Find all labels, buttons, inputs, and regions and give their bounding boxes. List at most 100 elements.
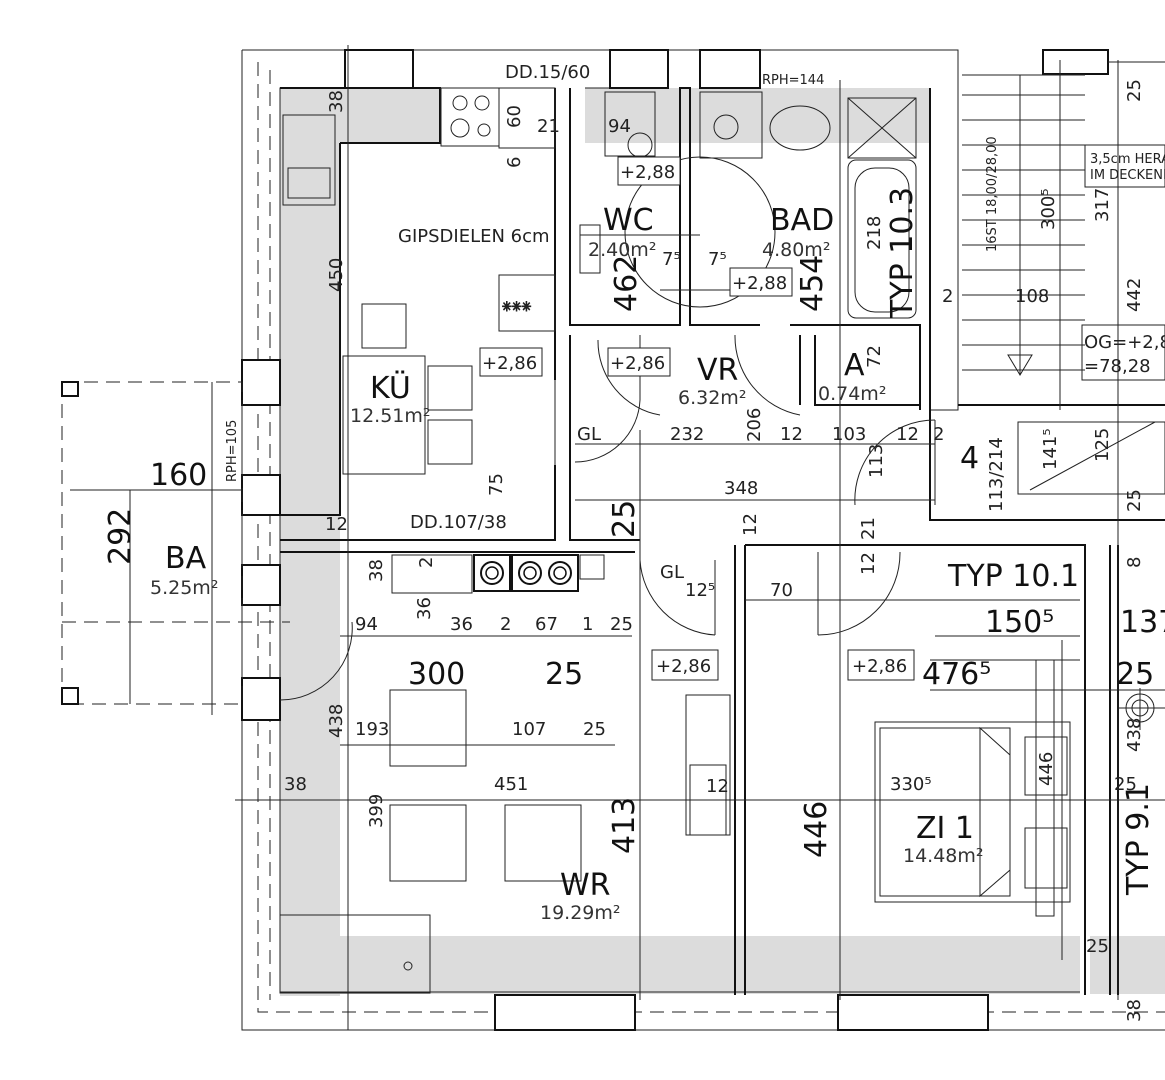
dim-38a: 38: [326, 90, 347, 113]
dim-413: 413: [607, 797, 642, 854]
dim-12f: 12: [706, 776, 729, 797]
dim-38c: 38: [284, 774, 307, 795]
dim-25i: 25: [1086, 936, 1109, 957]
dim-60: 60: [504, 105, 525, 128]
dim-1375: 137⁵: [1120, 605, 1165, 640]
dim-2b: 2: [933, 424, 944, 445]
room-label-vr: VR: [697, 353, 738, 388]
dim-12b: 12: [896, 424, 919, 445]
room-label-zi1: ZI 1: [916, 811, 974, 846]
dim-6: 6: [504, 157, 525, 168]
dim-67: 67: [535, 614, 558, 635]
interior-walls: [280, 87, 1165, 995]
dim-75b: 7⁵: [708, 249, 727, 270]
dim-232: 232: [670, 424, 704, 445]
dim-103: 103: [832, 424, 866, 445]
dim-446a: 446: [1036, 752, 1057, 786]
balcony: [61, 381, 290, 715]
dim-75c: 75: [486, 473, 507, 496]
dim-348: 348: [724, 478, 758, 499]
note-typ-91: TYP 9.1: [1121, 783, 1156, 896]
dim-160: 160: [150, 458, 207, 493]
dim-12d: 12: [740, 513, 761, 536]
dim-70: 70: [770, 580, 793, 601]
level-markers: +2,88 +2,88 +2,86 +2,86 +2,86 +2,86: [479, 156, 915, 681]
dim-1505: 150⁵: [985, 605, 1054, 640]
bath-fixtures: [579, 91, 917, 319]
dim-25e: 25: [545, 657, 583, 692]
dimension-lines: [235, 45, 1165, 1030]
note-heraklith-1: 3,5cm HERAT: [1090, 152, 1165, 167]
dim-206: 206: [744, 408, 765, 442]
room-label-ba: BA: [165, 541, 207, 576]
note-rph-balcony: RPH=105: [225, 420, 240, 482]
dim-12e: 12: [858, 552, 879, 575]
chimney-block: [391, 554, 605, 594]
room-label-bad: BAD: [770, 203, 834, 238]
dim-21: 21: [537, 116, 560, 137]
room-area-bad: 4.80m²: [762, 239, 830, 261]
note-stair: 16ST 18,00/28,00: [985, 136, 1000, 252]
dimension-labels-vertical: 38 60 6 450 462 454 218 300⁵ 317 442 25 …: [103, 79, 1145, 1022]
dim-454: 454: [795, 255, 830, 312]
dim-300: 300: [408, 657, 465, 692]
kitchen-fixtures: ✳✳✳: [282, 87, 556, 475]
dim-4765: 476⁵: [922, 657, 991, 692]
room-label-ku: KÜ: [370, 370, 411, 406]
crosshair-icon: [1118, 688, 1165, 730]
room-area-ba: 5.25m²: [150, 577, 218, 599]
level-ku: +2,86: [482, 353, 537, 374]
dim-2a: 2: [942, 286, 953, 307]
dim-8: 8: [1124, 557, 1145, 568]
dim-2c: 2: [416, 557, 437, 568]
room-area-wc: 2.40m²: [588, 239, 656, 261]
dim-108: 108: [1015, 286, 1049, 307]
room-label-a: A: [844, 348, 865, 383]
dim-1415: 141⁵: [1040, 428, 1061, 470]
dim-25c: 25: [607, 500, 642, 538]
dim-38b: 38: [366, 559, 387, 582]
room-area-vr: 6.32m²: [678, 387, 746, 409]
room-area-ku: 12.51m²: [350, 405, 431, 427]
dim-218: 218: [864, 216, 885, 250]
dim-25d: 25: [610, 614, 633, 635]
dim-3305: 330⁵: [890, 774, 932, 795]
insulation-band: [280, 88, 1165, 996]
note-gl-1: GL: [577, 424, 601, 445]
dim-399: 399: [366, 794, 387, 828]
dim-438a: 438: [326, 704, 347, 738]
dim-12a: 12: [780, 424, 803, 445]
note-dd-mid: DD.107/38: [410, 512, 507, 533]
dim-12c: 12: [325, 514, 348, 535]
note-gipsdielen: GIPSDIELEN 6cm: [398, 226, 550, 247]
note-og-2: =78,28: [1084, 356, 1151, 377]
dim-113214: 113/214: [986, 437, 1007, 512]
dim-2d: 2: [500, 614, 511, 635]
room-label-wr: WR: [560, 868, 611, 903]
doors: [279, 334, 936, 701]
windows: [241, 49, 989, 1031]
dim-125: 125: [1092, 428, 1113, 462]
dim-72: 72: [864, 345, 885, 368]
level-zi1: +2,86: [852, 656, 907, 677]
dim-38d: 38: [1124, 999, 1145, 1022]
dim-442: 442: [1124, 278, 1145, 312]
note-dd-top: DD.15/60: [505, 62, 590, 83]
note-typ-101: TYP 10.1: [947, 559, 1079, 594]
dim-25f: 25: [1116, 657, 1154, 692]
room-area-a: 0.74m²: [818, 383, 886, 405]
level-bad: +2,88: [732, 273, 787, 294]
note-og-1: OG=+2,88: [1084, 332, 1165, 353]
dim-193: 193: [355, 719, 389, 740]
dim-75a: 7⁵: [662, 249, 681, 270]
dim-36b: 36: [450, 614, 473, 635]
dim-450: 450: [326, 258, 347, 292]
dim-125b: 12⁵: [685, 580, 715, 601]
level-wc: +2,88: [620, 162, 675, 183]
room-area-wr: 19.29m²: [540, 902, 621, 924]
dim-3005: 300⁵: [1038, 188, 1059, 230]
dim-25a: 25: [1124, 79, 1145, 102]
dim-1: 1: [582, 614, 593, 635]
dimension-labels: 21 94 7⁵ 7⁵ 2 108 232 12 103 12 2 348 16…: [150, 116, 1165, 957]
